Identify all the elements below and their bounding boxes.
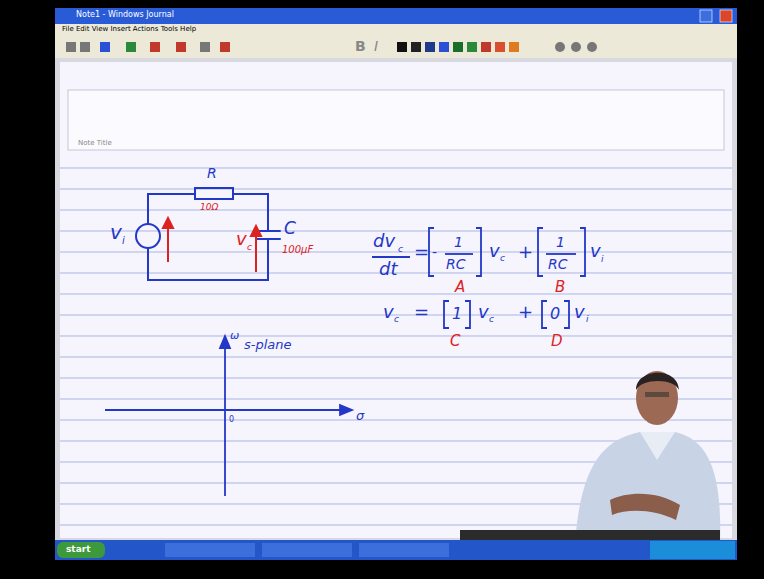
menu-items: File Edit View Insert Actions Tools Help (62, 26, 196, 33)
equation-symbol: RC (548, 257, 568, 271)
note-title: Note Title (78, 140, 112, 147)
origin-label: 0 (229, 416, 234, 424)
voltage-arrows (163, 218, 261, 272)
signal-subscript: i (122, 236, 125, 246)
equation-symbol: RC (446, 257, 466, 271)
equation-subscript: c (398, 245, 403, 254)
taskbar (55, 540, 737, 560)
equation-symbol: + (518, 243, 533, 261)
lecturer (460, 371, 720, 545)
matrix-name: A (455, 280, 465, 295)
equation-symbol: v (574, 303, 585, 321)
equation-subscript: c (394, 315, 399, 324)
capacitor-value: 100μF (282, 245, 313, 255)
equation-symbol: v (489, 242, 500, 260)
window-title: Note1 - Windows Journal (76, 11, 174, 19)
matrix-name: C (450, 334, 460, 349)
signal-name: v (236, 230, 247, 248)
equation-symbol: = (414, 243, 429, 261)
rc-circuit (136, 188, 280, 280)
matrix-name: B (555, 280, 565, 295)
toolbar (55, 36, 737, 58)
bold-button: B (355, 39, 366, 53)
equation-symbol: = (414, 303, 429, 321)
equation-symbol: 0 (550, 306, 560, 322)
resistor-name: R (207, 166, 217, 180)
equation-strokes (372, 228, 585, 328)
equation-symbol: - (432, 245, 437, 259)
menu-bar (55, 24, 737, 36)
start-button (57, 542, 105, 558)
equation-subscript: i (601, 255, 604, 264)
equation-symbol: v (590, 242, 601, 260)
window (55, 8, 737, 560)
title-bar (55, 8, 737, 24)
equation-symbol: 1 (452, 306, 462, 322)
equation-symbol: dv (373, 232, 395, 250)
resistor-value: 10Ω (200, 203, 218, 212)
plane-label: s-plane (244, 338, 292, 351)
equation-symbol: 1 (454, 235, 463, 249)
equation-symbol: v (478, 303, 489, 321)
italic-button: I (374, 39, 378, 53)
capacitor-name: C (284, 220, 296, 237)
s-plane-axes (105, 336, 352, 496)
equation-subscript: c (500, 254, 505, 263)
equation-symbol: dt (379, 260, 397, 278)
equation-subscript: i (586, 315, 589, 324)
voltage-source-symbol (136, 224, 160, 248)
signal-name: v (110, 222, 122, 242)
resistor-symbol (195, 188, 233, 199)
toolbar-icons (66, 42, 597, 52)
matrix-name: D (551, 334, 563, 349)
equation-subscript: c (489, 315, 494, 324)
color-swatches (397, 42, 519, 52)
equation-symbol: v (383, 303, 394, 321)
signal-subscript: c (247, 243, 252, 252)
axis-label: σ (356, 409, 364, 422)
equation-symbol: 1 (556, 235, 565, 249)
start-label: start (66, 545, 90, 554)
note-header (68, 90, 724, 150)
axis-label: ω (230, 330, 239, 341)
equation-symbol: + (518, 303, 533, 321)
